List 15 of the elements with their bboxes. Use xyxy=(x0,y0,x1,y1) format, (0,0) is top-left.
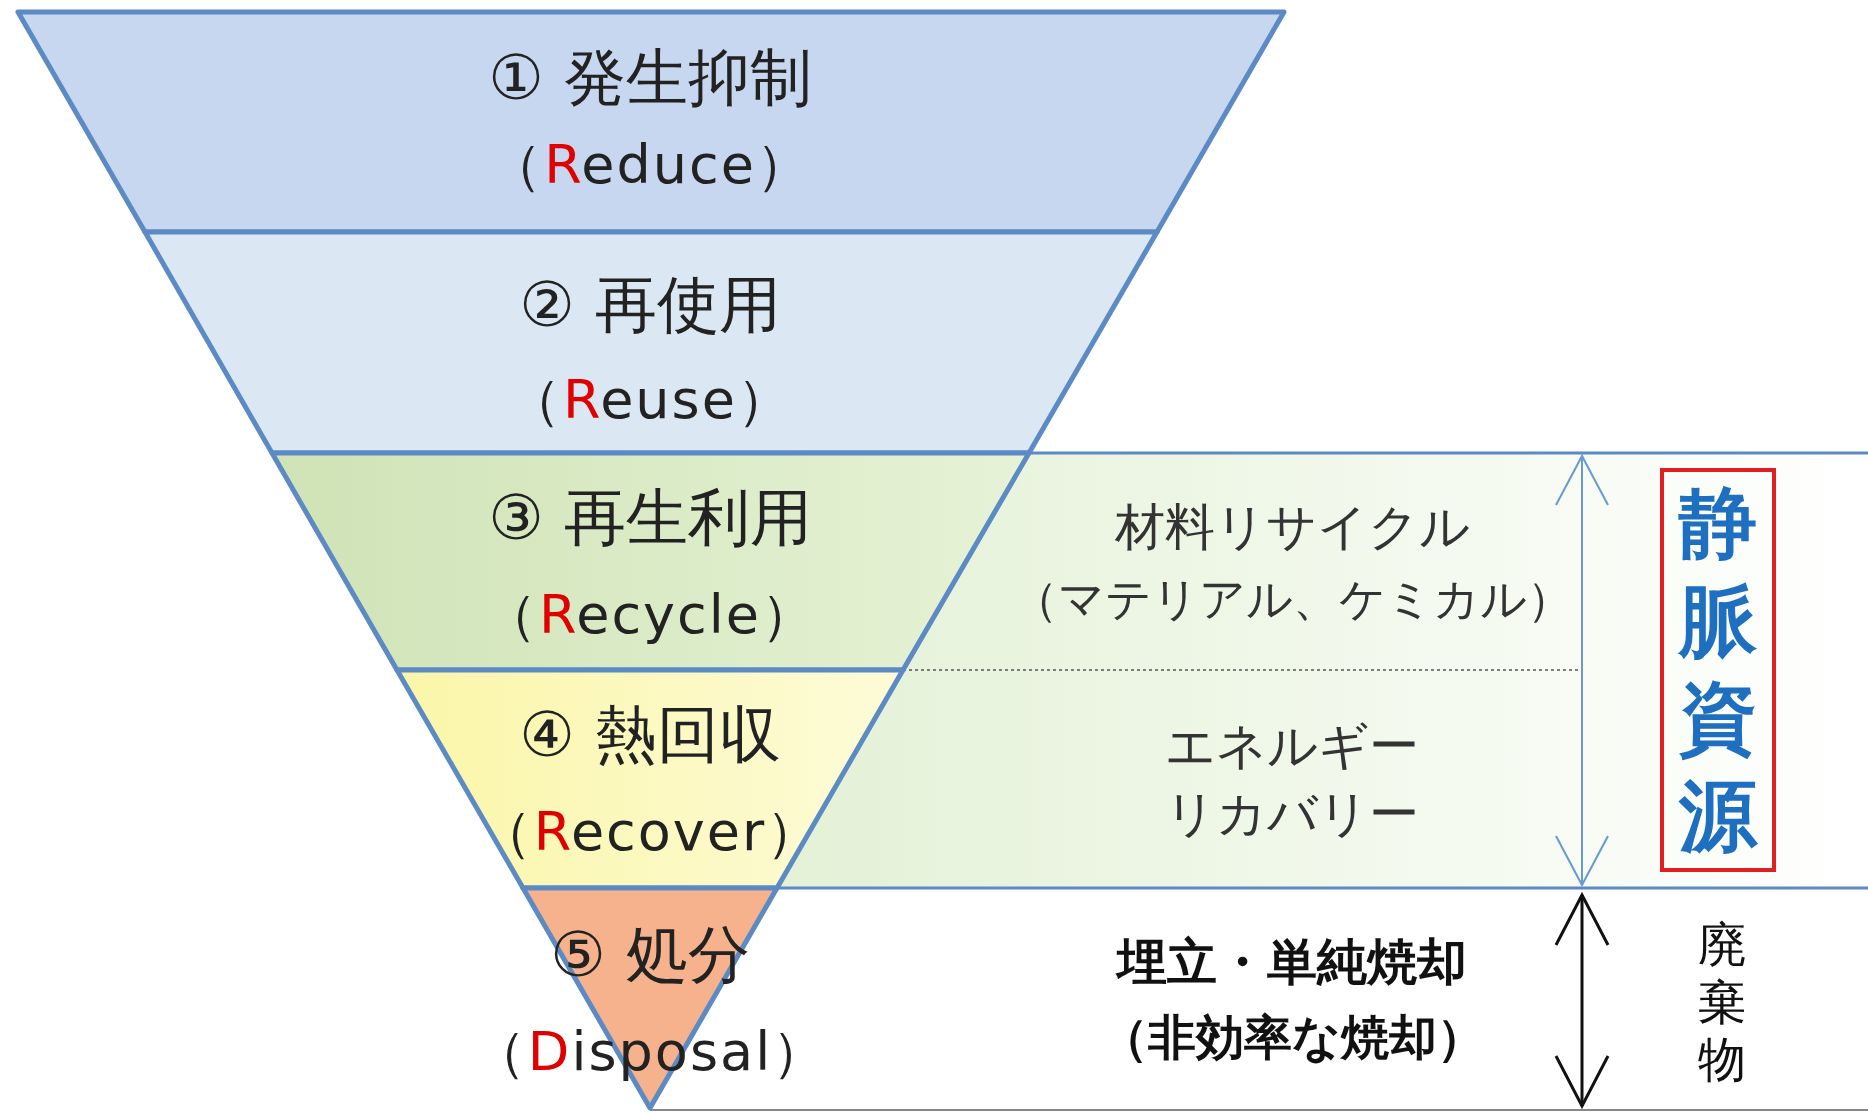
vertical-label-box: 静脈資源 xyxy=(1660,468,1776,872)
level-label: （Recycle） xyxy=(483,585,817,645)
level-label: （Reduce） xyxy=(488,135,812,195)
level-title: ② 再使用 xyxy=(519,270,781,340)
level-label: （Recover） xyxy=(477,802,823,862)
level-title: ③ 再生利用 xyxy=(488,483,812,553)
level-title: ① 発生抑制 xyxy=(488,43,812,113)
category-label: 材料リサイクル xyxy=(1114,496,1470,558)
category-label: エネルギーリカバリー xyxy=(1164,715,1420,844)
category-label: （マテリアル、ケミカル） xyxy=(1011,571,1573,628)
level-title: ④ 熱回収 xyxy=(519,700,781,770)
level-label: （Reuse） xyxy=(507,370,793,430)
category-label: （非効率な焼却） xyxy=(1099,1008,1485,1067)
side-label: 廃棄物 xyxy=(1697,915,1747,1089)
category-label: 埋立・単純焼却 xyxy=(1117,931,1467,993)
